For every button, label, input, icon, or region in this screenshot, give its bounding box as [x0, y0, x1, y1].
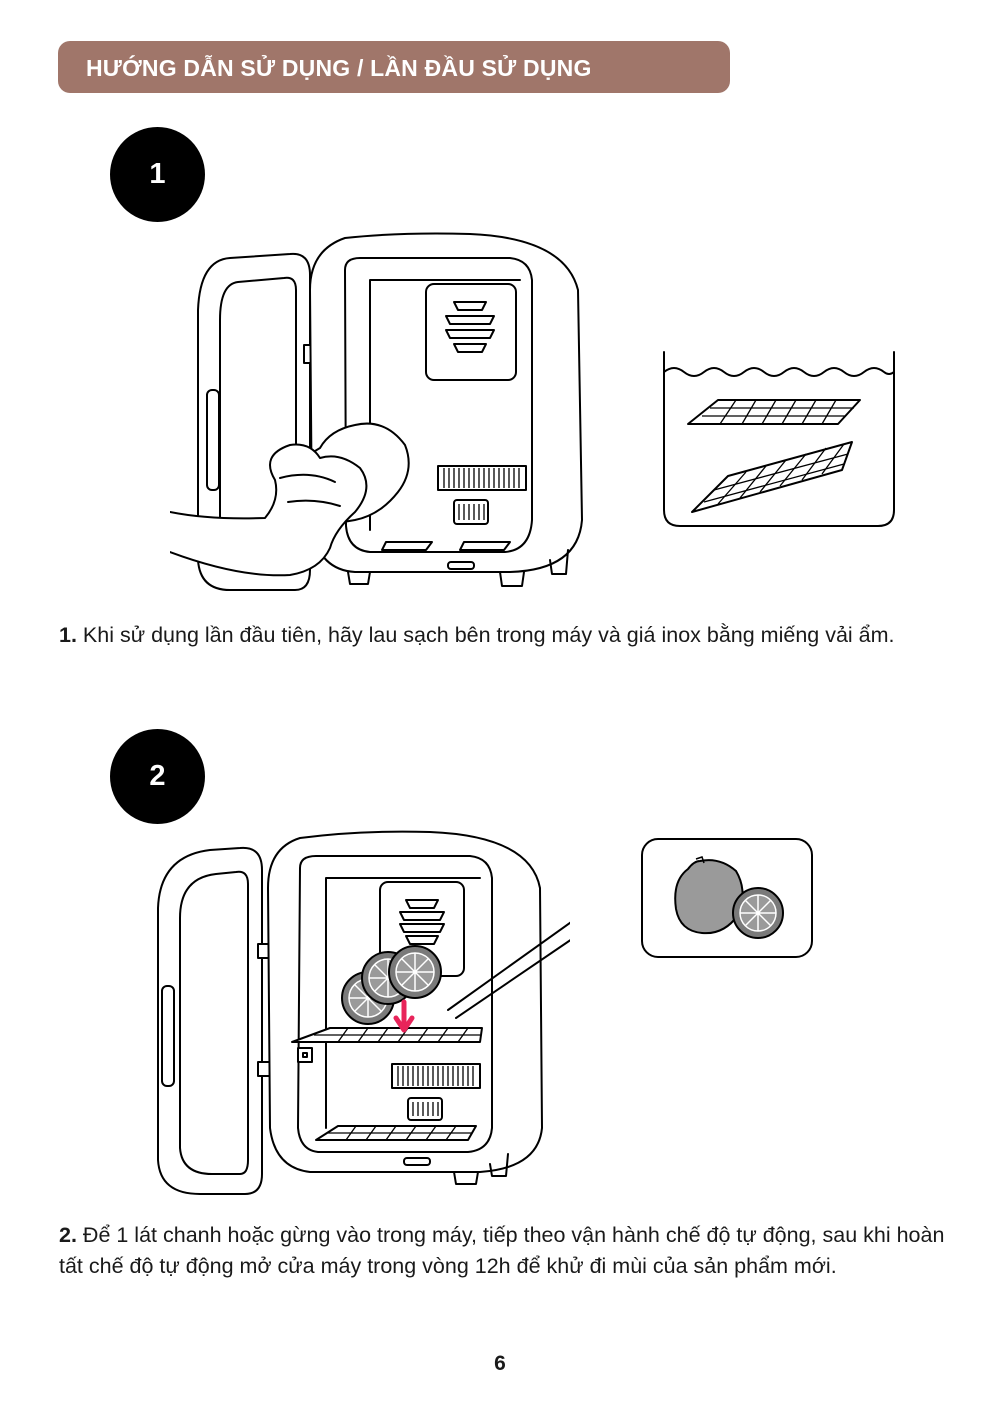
step-2-instruction: 2. Để 1 lát chanh hoặc gừng vào trong má… [59, 1220, 949, 1282]
section-header: HƯỚNG DẪN SỬ DỤNG / LẦN ĐẦU SỬ DỤNG [58, 41, 730, 93]
page-number: 6 [494, 1352, 506, 1375]
step-1-instruction: 1. Khi sử dụng lần đầu tiên, hãy lau sạc… [59, 620, 949, 651]
step-1-number: 1. [59, 623, 77, 647]
section-title: HƯỚNG DẪN SỬ DỤNG / LẦN ĐẦU SỬ DỤNG [86, 55, 592, 81]
step-2-badge: 2 [110, 729, 205, 824]
step-2-lemon-callout [641, 838, 813, 958]
step-2-cabinet-illustration [157, 830, 570, 1195]
lemon-slices [341, 945, 442, 1025]
step-1-badge: 1 [110, 127, 205, 222]
step-1-soaking-basin-illustration [663, 351, 895, 527]
step-2-text: Để 1 lát chanh hoặc gừng vào trong máy, … [59, 1223, 945, 1278]
step-2-number: 2. [59, 1223, 77, 1247]
down-arrow-icon [393, 999, 415, 1033]
step-1-cabinet-illustration [170, 232, 583, 591]
step-1-text: Khi sử dụng lần đầu tiên, hãy lau sạch b… [82, 623, 895, 647]
